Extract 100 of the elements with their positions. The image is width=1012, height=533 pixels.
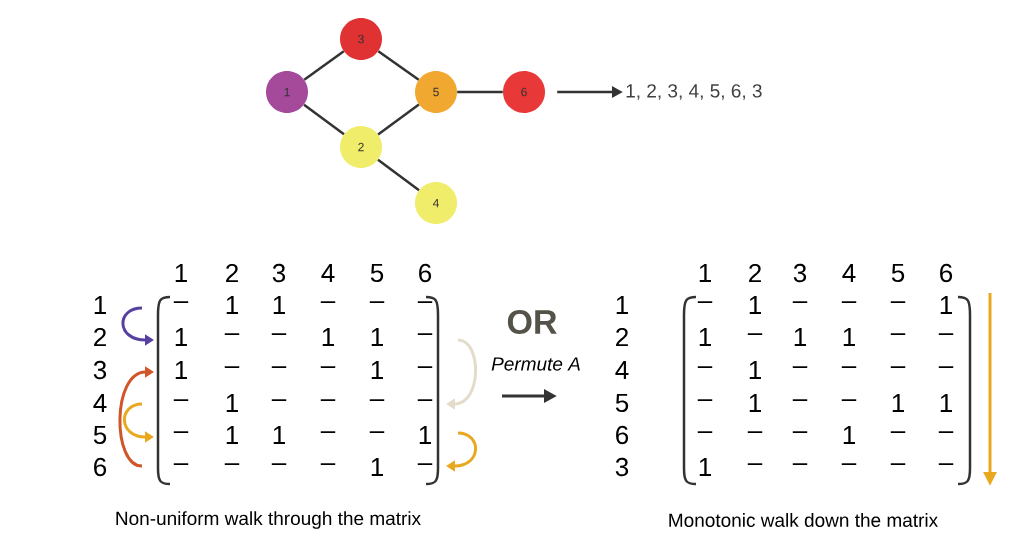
caption: Monotonic walk down the matrix [669, 513, 938, 527]
row-label: 4 [93, 394, 107, 412]
graph-edge [377, 103, 420, 136]
matrix-cell: – [173, 463, 189, 465]
matrix-cell: 1 [419, 426, 431, 444]
matrix-cell: – [697, 301, 713, 303]
sequence-text: 1, 2, 3, 4, 5, 6, 3 [626, 84, 762, 100]
row-label: 5 [615, 393, 629, 413]
graph-node: 5 [415, 71, 457, 113]
matrix-cell: – [938, 333, 954, 335]
matrix-cell: – [173, 431, 189, 433]
matrix-cell: – [792, 399, 808, 401]
column-header: 3 [272, 263, 286, 283]
graph-node: 3 [340, 18, 382, 60]
matrix-cell: 1 [749, 296, 761, 314]
graph-node: 1 [266, 71, 308, 113]
matrix-cell: 1 [226, 296, 238, 314]
matrix-cell: – [841, 301, 857, 303]
matrix-cell: – [369, 431, 385, 433]
matrix-cell: – [224, 366, 240, 368]
matrix-cell: – [417, 301, 433, 303]
column-header: 4 [842, 264, 856, 282]
matrix-cell: 1 [226, 426, 238, 444]
matrix-cell: – [938, 463, 954, 465]
graph-edge [377, 50, 420, 81]
matrix-cell: – [320, 366, 336, 368]
column-header: 6 [419, 263, 432, 283]
matrix-cell: – [369, 399, 385, 401]
matrix-cell: – [747, 463, 763, 465]
matrix-cell: 1 [843, 328, 855, 346]
matrix-cell: 1 [175, 328, 187, 346]
graph-edge [377, 158, 420, 192]
matrix-cell: 1 [175, 361, 187, 379]
matrix-cell: – [320, 463, 336, 465]
or-label: OR [507, 309, 557, 335]
column-header: 2 [749, 263, 761, 283]
matrix-cell: 1 [749, 361, 761, 379]
column-header: 6 [940, 263, 953, 283]
matrix-cell: – [173, 301, 189, 303]
graph-edge [303, 50, 345, 81]
matrix-cell: – [938, 431, 954, 433]
matrix-cell: – [841, 463, 857, 465]
caption: Non-uniform walk through the matrix [116, 511, 421, 529]
row-label: 3 [93, 360, 107, 380]
matrix-cell: – [747, 333, 763, 335]
matrix-cell: 1 [322, 328, 334, 346]
matrix-cell: 1 [794, 328, 806, 346]
graph-edge [457, 90, 503, 94]
graph-node: 6 [503, 71, 545, 113]
permute-label: Permute A [491, 357, 580, 371]
matrix-cell: – [417, 366, 433, 368]
matrix-cell: – [938, 366, 954, 368]
matrix-cell: 1 [940, 296, 952, 314]
matrix-cell: – [747, 431, 763, 433]
row-label: 2 [94, 327, 106, 347]
matrix-cell: – [792, 366, 808, 368]
matrix-cell: – [320, 301, 336, 303]
matrix-cell: 1 [749, 394, 761, 412]
matrix-cell: – [417, 333, 433, 335]
row-label: 2 [616, 327, 628, 347]
column-header: 2 [226, 263, 238, 283]
matrix-cell: 1 [371, 458, 383, 476]
column-header: 1 [175, 264, 187, 282]
matrix-cell: 1 [273, 296, 285, 314]
row-label: 6 [616, 425, 629, 445]
matrix-cell: – [792, 431, 808, 433]
matrix-cell: 1 [371, 328, 383, 346]
matrix-cell: – [792, 463, 808, 465]
matrix-cell: – [417, 463, 433, 465]
matrix-cell: – [792, 301, 808, 303]
matrix-cell: – [697, 431, 713, 433]
column-header: 5 [891, 263, 905, 283]
matrix-cell: 1 [226, 394, 238, 412]
matrix-cell: – [841, 399, 857, 401]
matrix-cell: – [271, 366, 287, 368]
row-label: 6 [94, 457, 107, 477]
row-label: 4 [615, 361, 629, 379]
matrix-cell: 1 [699, 458, 711, 476]
matrix-cell: 1 [940, 394, 952, 412]
column-header: 3 [793, 263, 807, 283]
graph-node: 4 [415, 182, 457, 224]
row-label: 1 [94, 296, 106, 314]
column-header: 1 [699, 264, 711, 282]
row-label: 3 [615, 457, 629, 477]
matrix-cell: – [173, 399, 189, 401]
matrix-cell: – [320, 399, 336, 401]
graph-edge [303, 103, 345, 136]
row-label: 5 [93, 425, 107, 445]
column-header: 5 [370, 263, 384, 283]
row-label: 1 [616, 296, 628, 314]
matrix-cell: – [841, 366, 857, 368]
matrix-cell: – [271, 463, 287, 465]
matrix-cell: – [417, 399, 433, 401]
matrix-cell: – [320, 431, 336, 433]
matrix-cell: – [224, 333, 240, 335]
matrix-cell: – [890, 463, 906, 465]
matrix-cell: 1 [371, 361, 383, 379]
matrix-cell: – [697, 399, 713, 401]
matrix-cell: – [224, 463, 240, 465]
matrix-cell: 1 [843, 426, 855, 444]
